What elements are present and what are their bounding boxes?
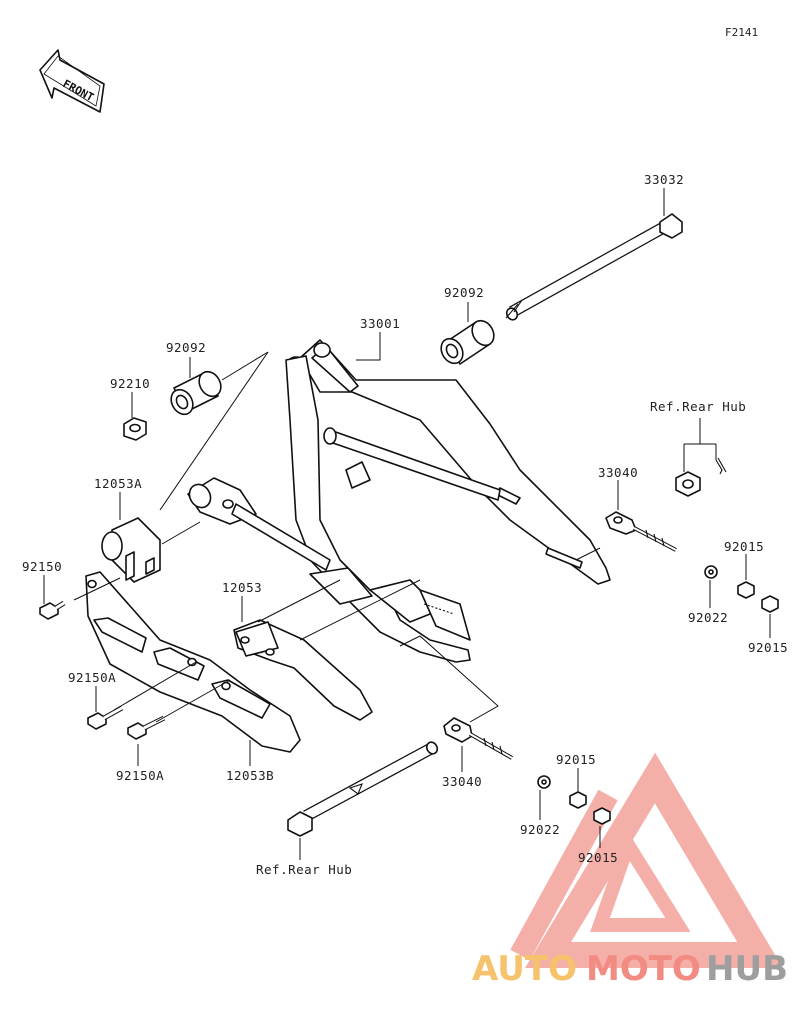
rear-axle-part	[287, 741, 439, 837]
callout-33032: 33032	[644, 172, 684, 187]
chain-adjuster-right-part	[605, 511, 677, 552]
callout-92015-b: 92015	[748, 640, 788, 655]
assembly-guides	[73, 351, 601, 723]
swingarm-part	[187, 339, 611, 663]
watermark-hub: HUB	[706, 949, 788, 989]
bolt-92150a-upper-part	[87, 705, 124, 730]
nut-92015-b-part	[761, 595, 779, 613]
figure-code: F2141	[725, 26, 758, 39]
chain-guard-plate-part	[85, 571, 301, 753]
callout-92015-d: 92015	[578, 850, 618, 865]
leader-lines	[43, 188, 771, 860]
nut-92015-c-part	[569, 791, 587, 809]
chain-slider-part	[233, 619, 373, 721]
callout-12053: 12053	[222, 580, 262, 595]
washer-bottom-part	[537, 775, 551, 789]
watermark-auto: AUTO	[472, 949, 577, 989]
callout-92150a-top: 92150A	[68, 670, 116, 685]
callout-92022-bottom: 92022	[520, 822, 560, 837]
bolt-92150-part	[39, 600, 66, 620]
watermark-text: AUTO MOTO HUB	[472, 949, 788, 989]
nut-part	[123, 417, 147, 441]
ref-rear-hub-bottom: Ref.Rear Hub	[256, 862, 352, 877]
nut-92015-d-part	[593, 807, 611, 825]
callout-92150a-bottom: 92150A	[116, 768, 164, 783]
pivot-shaft-part	[505, 213, 683, 321]
axle-nut-top-part	[675, 457, 727, 497]
bushing-left-part	[170, 370, 222, 416]
callout-92015-a: 92015	[724, 539, 764, 554]
callout-12053a: 12053A	[94, 476, 142, 491]
callout-33040-right: 33040	[598, 465, 638, 480]
front-arrow-icon: FRONT	[39, 49, 105, 113]
callout-12053b: 12053B	[226, 768, 274, 783]
bushing-right-part	[440, 319, 495, 365]
nut-92015-a-part	[737, 581, 755, 599]
chain-adjuster-bottom-part	[443, 717, 513, 760]
clamp-part	[101, 517, 161, 583]
ref-rear-hub-top: Ref.Rear Hub	[650, 399, 746, 414]
callout-92150: 92150	[22, 559, 62, 574]
callout-33040-bottom: 33040	[442, 774, 482, 789]
callout-92092-left: 92092	[166, 340, 206, 355]
bolt-92150a-lower-part	[127, 715, 166, 740]
callout-92092-right: 92092	[444, 285, 484, 300]
watermark-logo	[510, 752, 783, 968]
callout-92022-right: 92022	[688, 610, 728, 625]
callout-92015-c: 92015	[556, 752, 596, 767]
callout-33001: 33001	[360, 316, 400, 331]
watermark-moto: MOTO	[586, 949, 701, 989]
callout-92210: 92210	[110, 376, 150, 391]
washer-right-part	[704, 565, 718, 579]
